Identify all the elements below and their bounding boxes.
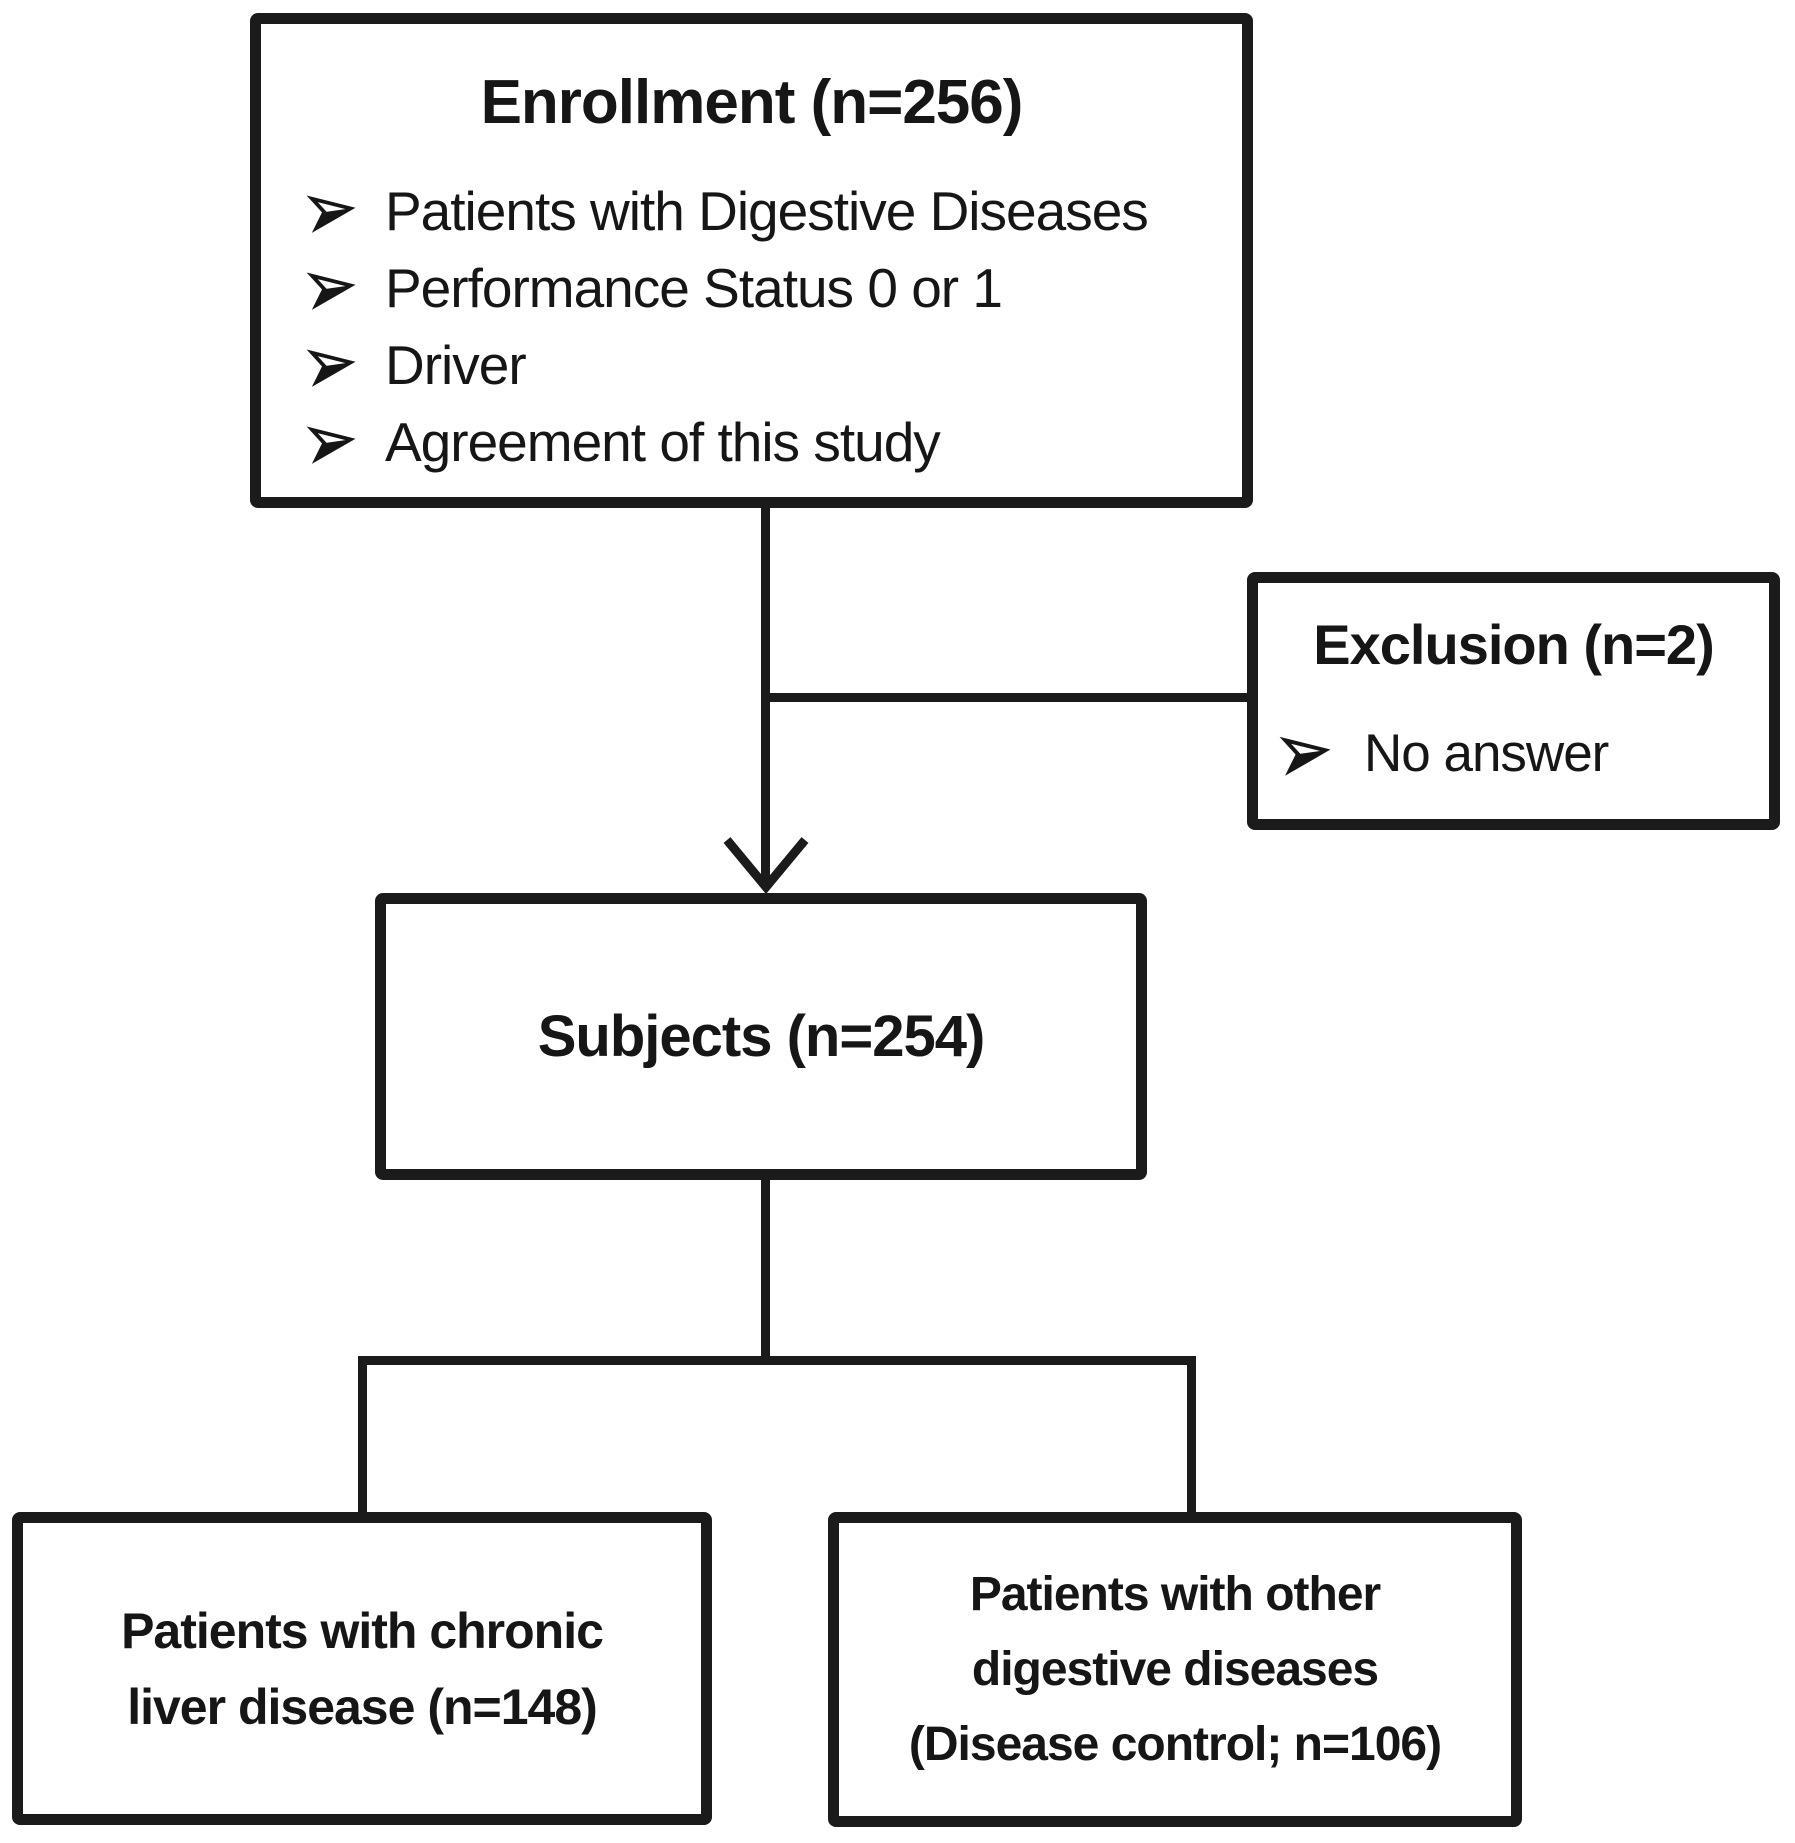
disease-control-label-line1: Patients with other <box>969 1568 1381 1621</box>
bullet-arrow-icon <box>306 194 356 233</box>
bullet-item: Driver <box>306 326 1148 403</box>
bullet-arrow-icon <box>306 348 356 387</box>
enrollment-bullet-list: Patients with Digestive Diseases Perform… <box>306 172 1149 480</box>
chronic-liver-label-line2: liver disease (n=148) <box>127 1678 598 1735</box>
chronic-liver-disease-box: Patients with chronic liver disease (n=1… <box>12 1512 712 1825</box>
exclusion-title: Exclusion (n=2) <box>1313 613 1714 676</box>
bullet-arrow-icon <box>306 271 356 310</box>
bullet-label: Agreement of this study <box>385 410 941 473</box>
disease-control-box: Patients with other digestive diseases (… <box>828 1512 1522 1827</box>
enrollment-title: Enrollment (n=256) <box>480 68 1024 137</box>
bullet-label: Patients with Digestive Diseases <box>385 179 1149 242</box>
connector-to-exclusion <box>761 693 1247 702</box>
bullet-item: No answer <box>1279 723 1609 783</box>
bullet-item: Agreement of this study <box>306 403 1148 480</box>
bullet-item: Performance Status 0 or 1 <box>306 249 1148 326</box>
bullet-item: Patients with Digestive Diseases <box>306 172 1149 249</box>
chronic-liver-label-line1: Patients with chronic <box>121 1602 604 1659</box>
bullet-arrow-icon <box>306 425 356 464</box>
split-line <box>358 1356 1196 1365</box>
left-branch-line <box>358 1356 367 1512</box>
down-arrowhead-icon <box>723 837 809 893</box>
exclusion-box: Exclusion (n=2) No answer <box>1247 572 1780 830</box>
bullet-label: Performance Status 0 or 1 <box>385 256 1003 319</box>
right-branch-line <box>1187 1356 1196 1512</box>
enrollment-box: Enrollment (n=256) Patients with Digesti… <box>250 13 1253 508</box>
bullet-label: No answer <box>1364 723 1609 783</box>
bullet-arrow-icon <box>1279 736 1331 776</box>
disease-control-label-line2: digestive diseases <box>971 1643 1379 1696</box>
connector-subjects-to-split <box>761 1180 770 1365</box>
subjects-title: Subjects (n=254) <box>537 1004 986 1069</box>
disease-control-label-line3: (Disease control; n=106) <box>908 1718 1442 1771</box>
bullet-label: Driver <box>385 333 527 396</box>
subjects-box: Subjects (n=254) <box>375 893 1147 1180</box>
